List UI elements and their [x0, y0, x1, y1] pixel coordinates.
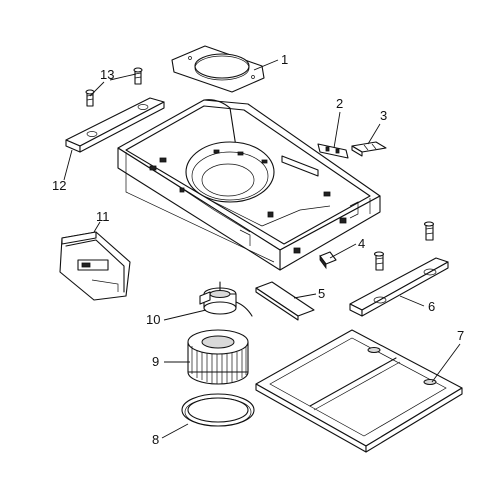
part-4-clip	[319, 251, 337, 270]
callout-3: 3	[380, 108, 387, 123]
part-6-screws	[373, 221, 435, 271]
part-5-lens-strip	[255, 281, 315, 321]
part-6-right-rail	[349, 257, 449, 317]
hood-body	[117, 99, 381, 271]
callout-5: 5	[318, 286, 325, 301]
callout-leaders	[63, 59, 461, 439]
part-2-switch-bracket	[317, 143, 349, 159]
callout-13: 13	[100, 67, 114, 82]
callout-6: 6	[428, 299, 435, 314]
callout-11: 11	[96, 209, 110, 224]
callout-9: 9	[152, 354, 159, 369]
callout-labels: 1 2 3 4 5 6 7 8 9 10 11 12 13	[52, 52, 464, 447]
callout-4: 4	[358, 236, 365, 251]
callout-1: 1	[281, 52, 288, 67]
part-9-blower-wheel	[187, 329, 249, 385]
part-7-grease-filter	[255, 329, 463, 453]
callout-10: 10	[146, 312, 160, 327]
part-1-duct-collar	[171, 45, 265, 93]
part-11-light-housing	[59, 231, 131, 301]
part-12-left-rail	[65, 97, 165, 153]
callout-7: 7	[457, 328, 464, 343]
callout-12: 12	[52, 178, 66, 193]
callout-2: 2	[336, 96, 343, 111]
part-8-ring	[181, 393, 255, 427]
part-10-motor	[199, 281, 253, 317]
callout-8: 8	[152, 432, 159, 447]
part-3-control-switch	[351, 141, 387, 157]
